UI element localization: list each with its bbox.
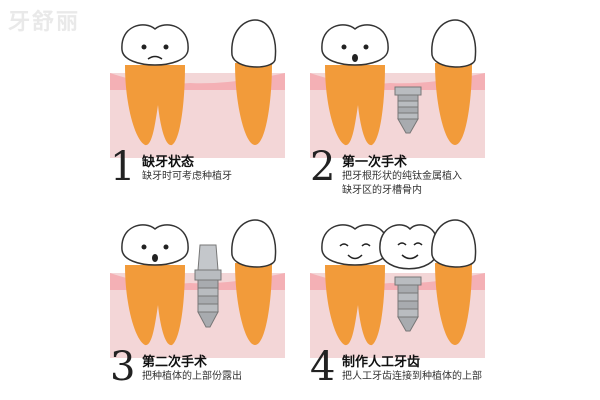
tooth-crown xyxy=(431,19,477,68)
step-description-line: 缺牙区的牙槽骨内 xyxy=(342,185,422,196)
step-panel-3: 3 第二次手术 把种植体的上部份露出 xyxy=(110,215,382,400)
step-description-line: 缺牙时可考虑种植牙 xyxy=(142,171,232,182)
tooth-root xyxy=(235,263,272,345)
implant-screw xyxy=(394,276,422,332)
tooth-crown-happy xyxy=(321,224,389,266)
tooth-crown-surprised xyxy=(121,224,189,266)
step-panel-4: 4 制作人工牙齿 把人工牙齿连接到种植体的上部 xyxy=(310,215,582,400)
step-title: 第一次手术 xyxy=(342,155,408,170)
step-4-illustration xyxy=(310,219,485,358)
tooth-root xyxy=(235,63,272,145)
tooth-crown xyxy=(431,219,477,268)
step-title: 制作人工牙齿 xyxy=(342,355,421,370)
tooth-crown-surprised xyxy=(321,24,389,66)
step-panel-2: 2 第一次手术 把牙根形状的纯钛金属植入 缺牙区的牙槽骨内 xyxy=(310,15,582,200)
tooth-root xyxy=(325,65,385,146)
step-number: 2 xyxy=(310,144,336,190)
tooth-root xyxy=(435,63,472,145)
step-number: 4 xyxy=(310,344,336,390)
step-description-line: 把牙根形状的纯钛金属植入 xyxy=(342,171,462,182)
artificial-tooth-crown xyxy=(379,224,439,270)
tooth-root xyxy=(125,65,185,146)
implant-screw xyxy=(394,86,422,134)
implant-with-abutment xyxy=(194,244,222,328)
step-description-line: 把种植体的上部份露出 xyxy=(142,371,242,382)
step-number: 1 xyxy=(110,144,136,190)
step-2-illustration xyxy=(310,19,485,158)
step-panel-1: 1 缺牙状态 缺牙时可考虑种植牙 xyxy=(110,15,382,200)
step-1-illustration xyxy=(110,19,285,158)
step-title: 缺牙状态 xyxy=(142,155,195,170)
step-3-illustration xyxy=(110,219,285,358)
tooth-crown xyxy=(231,19,277,68)
step-number: 3 xyxy=(110,344,136,390)
step-description-line: 把人工牙齿连接到种植体的上部 xyxy=(342,371,482,382)
tooth-crown xyxy=(231,219,277,268)
tooth-root xyxy=(435,263,472,345)
tooth-root xyxy=(125,265,185,346)
tooth-crown-sad xyxy=(121,24,189,66)
tooth-root xyxy=(325,265,385,346)
watermark-logo: 牙舒丽 xyxy=(8,10,81,35)
step-title: 第二次手术 xyxy=(142,355,208,370)
